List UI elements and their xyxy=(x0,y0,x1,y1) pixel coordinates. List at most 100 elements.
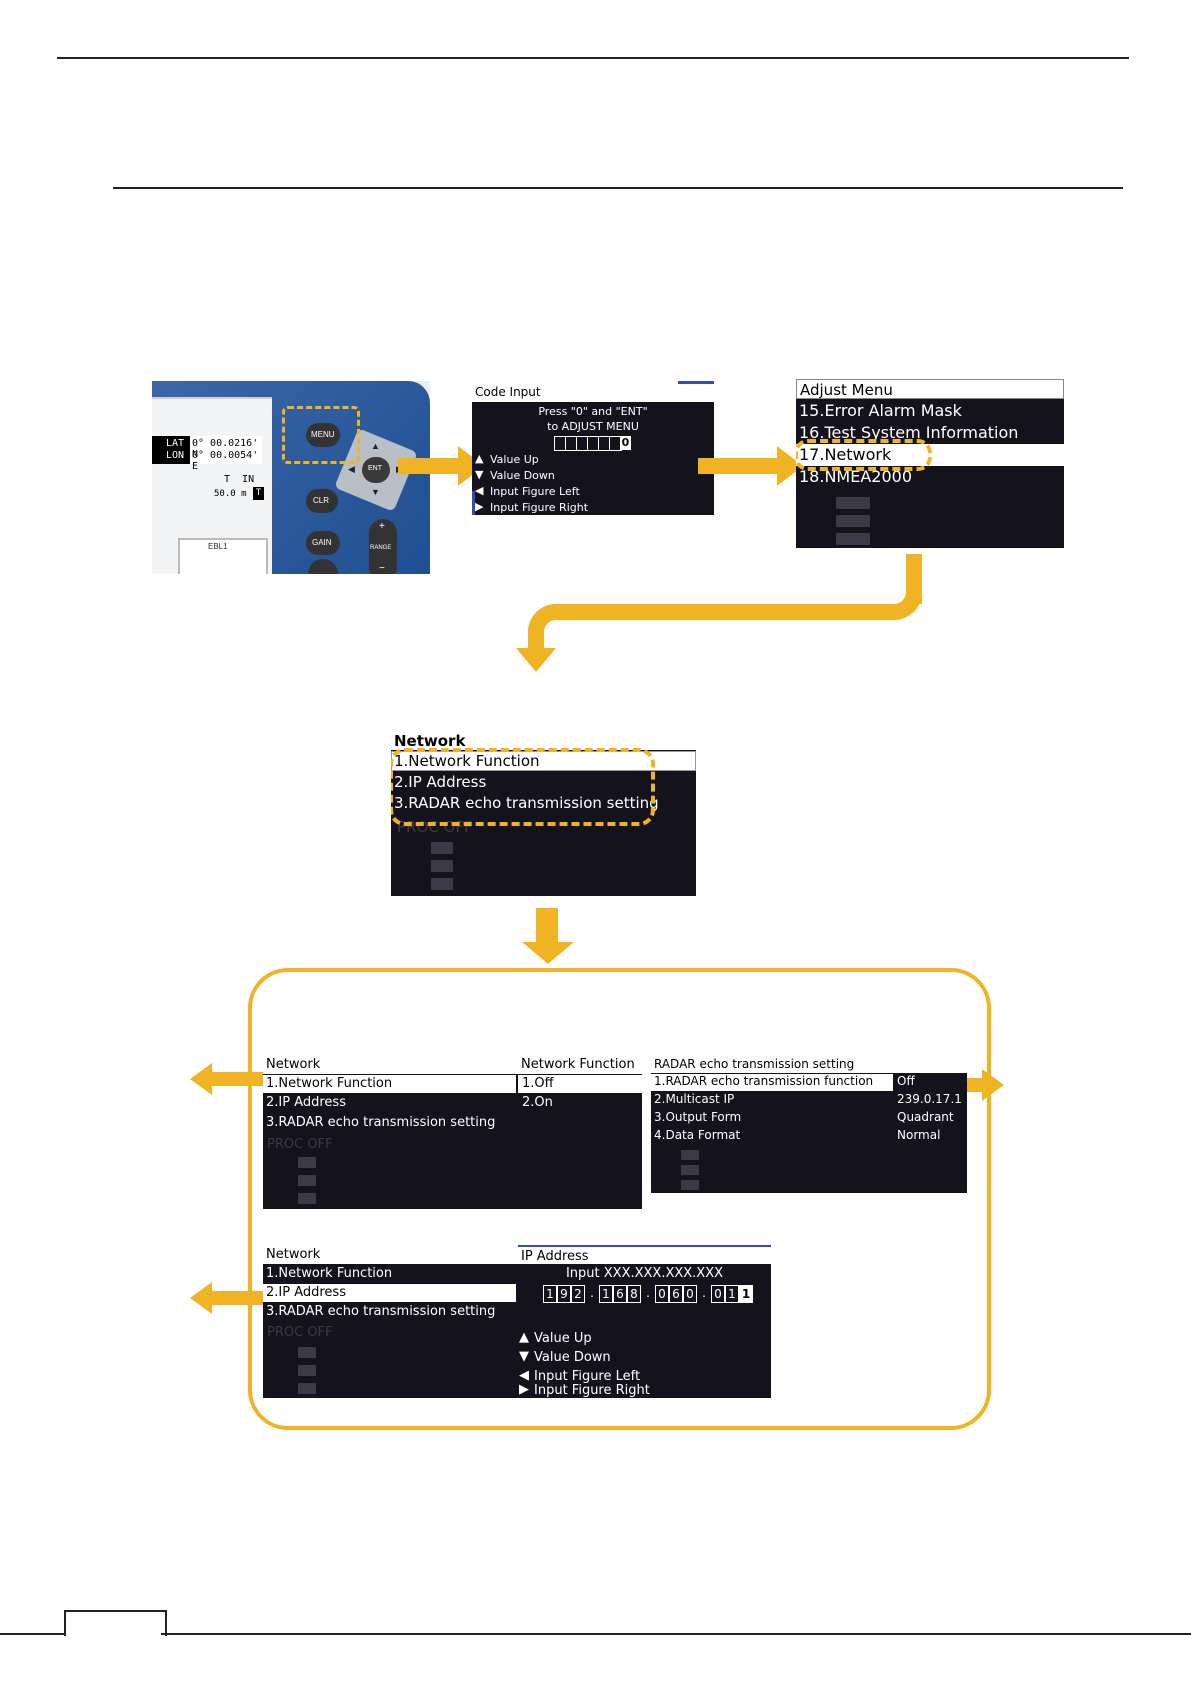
ip-digit[interactable]: 0 xyxy=(655,1285,669,1303)
ip-digit[interactable]: 9 xyxy=(557,1285,571,1303)
radar-echo-title: RADAR echo transmission setting xyxy=(651,1055,967,1073)
adjust-menu-item-18[interactable]: 18.NMEA2000 xyxy=(799,467,912,486)
ip-item-2-row[interactable] xyxy=(263,1284,516,1302)
network-ghost-box-1 xyxy=(431,842,453,854)
flow-arrow-3-head xyxy=(516,648,556,672)
footer-page-tab xyxy=(64,1610,167,1636)
ip-right-title: IP Address xyxy=(518,1245,771,1264)
flow-arrow-4-head xyxy=(522,942,574,964)
ip-digit[interactable]: 0 xyxy=(711,1285,725,1303)
ent-button[interactable]: ENT xyxy=(362,457,390,483)
gain-button[interactable]: GAIN xyxy=(306,531,340,555)
code-input-title-accent xyxy=(678,381,714,384)
nf-ghost-box-3 xyxy=(298,1193,316,1204)
nf-ghost-box-1 xyxy=(298,1157,316,1168)
ip-ghost-box-1 xyxy=(298,1347,316,1358)
radar-echo-item-2-value: 239.0.17.1 xyxy=(897,1092,962,1106)
radar-echo-item-1-value[interactable]: Off xyxy=(897,1074,915,1088)
code-input-line2: to ADJUST MENU xyxy=(547,420,639,433)
lat-label: LAT xyxy=(166,438,185,449)
ip-help-figure-right: Input Figure Right xyxy=(534,1383,650,1398)
network-function-option-on[interactable]: 2.On xyxy=(522,1095,553,1110)
header-rule xyxy=(57,57,1129,59)
adjust-menu-item-15[interactable]: 15.Error Alarm Mask xyxy=(799,401,962,420)
network-menu-screen: Network 1.Network Function 2.IP Address … xyxy=(391,730,696,896)
ip-input-prompt: Input XXX.XXX.XXX.XXX xyxy=(565,1266,724,1281)
ip-figure-right-icon: ▶ xyxy=(519,1382,529,1397)
code-help-value-up: Value Up xyxy=(490,453,539,466)
network-function-option-off-row[interactable] xyxy=(518,1075,642,1093)
ip-digit[interactable]: 6 xyxy=(669,1285,683,1303)
code-input-digit[interactable]: 0 xyxy=(620,436,631,450)
network-menu-title: Network xyxy=(391,730,696,750)
network-function-option-off[interactable]: 1.Off xyxy=(522,1076,554,1091)
options-frame xyxy=(248,968,991,1430)
side-arrow-3 xyxy=(212,1291,264,1305)
flow-arrow-3-horizontal xyxy=(560,604,870,620)
re-ghost-box-3 xyxy=(681,1180,699,1190)
ip-digit[interactable]: 8 xyxy=(627,1285,641,1303)
range-rocker[interactable]: + RANGE − xyxy=(369,519,397,574)
radar-echo-item-4-value: Normal xyxy=(897,1128,941,1142)
menu-button[interactable]: MENU xyxy=(306,423,340,447)
adjust-menu-screen: Adjust Menu 15.Error Alarm Mask 16.Test … xyxy=(796,379,1064,548)
ip-digit[interactable]: 1 xyxy=(543,1285,557,1303)
gain-knob[interactable] xyxy=(308,559,338,574)
ip-digit[interactable]: 0 xyxy=(683,1285,697,1303)
value-up-icon: ▲ xyxy=(475,452,484,465)
code-input-left-accent xyxy=(472,491,475,515)
network-ghost-box-2 xyxy=(431,860,453,872)
ip-digit-active[interactable]: 1 xyxy=(739,1285,753,1303)
ip-separator: . xyxy=(646,1286,650,1300)
range-badge: T xyxy=(253,487,264,500)
network-menu-item-1[interactable]: 1.Network Function xyxy=(394,752,540,770)
ip-item-3[interactable]: 3.RADAR echo transmission setting xyxy=(266,1304,496,1319)
radar-echo-item-1-row[interactable] xyxy=(651,1074,893,1091)
radar-echo-item-3-label[interactable]: 3.Output Form xyxy=(654,1110,742,1124)
code-input-line1: Press "0" and "ENT" xyxy=(538,405,648,418)
ip-digit[interactable]: 1 xyxy=(725,1285,739,1303)
ip-item-2[interactable]: 2.IP Address xyxy=(266,1285,346,1300)
ip-value-up-icon: ▲ xyxy=(519,1330,529,1345)
arrow-up-icon: ▲ xyxy=(371,441,380,451)
lon-label: LON xyxy=(166,450,185,461)
re-ghost-box-1 xyxy=(681,1150,699,1160)
clr-button[interactable]: CLR xyxy=(306,489,338,513)
ghost-rain-box xyxy=(836,533,870,545)
ip-ghost-box-2 xyxy=(298,1365,316,1376)
code-input-title: Code Input xyxy=(472,381,714,402)
ip-figure-left-icon: ◀ xyxy=(519,1368,529,1383)
network-item-highlight xyxy=(796,439,932,471)
ip-ghost: PROC OFF xyxy=(267,1325,333,1340)
value-down-icon: ▼ xyxy=(475,468,484,481)
ip-left-title: Network xyxy=(263,1245,519,1264)
arrow-left-icon: ◀ xyxy=(348,464,355,474)
radar-echo-item-4-label[interactable]: 4.Data Format xyxy=(654,1128,741,1142)
adjust-menu-item-16[interactable]: 16.Test System Information xyxy=(799,423,1019,442)
ip-item-1[interactable]: 1.Network Function xyxy=(266,1266,393,1281)
side-arrow-2-head xyxy=(982,1069,1004,1101)
menu-highlight xyxy=(282,406,360,464)
network-menu-item-3[interactable]: 3.RADAR echo transmission setting xyxy=(394,794,659,812)
adjust-menu-item-17[interactable]: 17.Network xyxy=(799,445,892,464)
network-menu-item-2[interactable]: 2.IP Address xyxy=(394,773,487,791)
nf-ghost-box-2 xyxy=(298,1175,316,1186)
ip-digit[interactable]: 6 xyxy=(613,1285,627,1303)
footer-rule-right xyxy=(161,1633,1191,1635)
re-ghost-box-2 xyxy=(681,1165,699,1175)
ip-digit[interactable]: 2 xyxy=(571,1285,585,1303)
network-function-item-1[interactable]: 1.Network Function xyxy=(266,1076,393,1091)
ip-digit-row[interactable]: 1 9 2 . 1 6 8 . 0 6 0 . 0 1 1 xyxy=(543,1285,753,1303)
lon-value: 0° 00.0054' E xyxy=(192,450,259,472)
side-arrow-1 xyxy=(212,1072,264,1086)
figure-left-icon: ◀ xyxy=(475,484,484,497)
radar-echo-item-1-label[interactable]: 1.RADAR echo transmission function xyxy=(654,1074,874,1088)
code-digit-boxes xyxy=(554,436,622,451)
device-panel: LAT LON 0° 00.0216' N 0° 00.0054' E T IN… xyxy=(152,381,430,574)
ip-digit[interactable]: 1 xyxy=(599,1285,613,1303)
network-function-item-2[interactable]: 2.IP Address xyxy=(266,1095,346,1110)
network-function-item-1-row[interactable] xyxy=(263,1075,516,1093)
radar-echo-item-2-label[interactable]: 2.Multicast IP xyxy=(654,1092,735,1106)
radar-echo-item-3-value: Quadrant xyxy=(897,1110,954,1124)
network-function-item-3[interactable]: 3.RADAR echo transmission setting xyxy=(266,1115,496,1130)
